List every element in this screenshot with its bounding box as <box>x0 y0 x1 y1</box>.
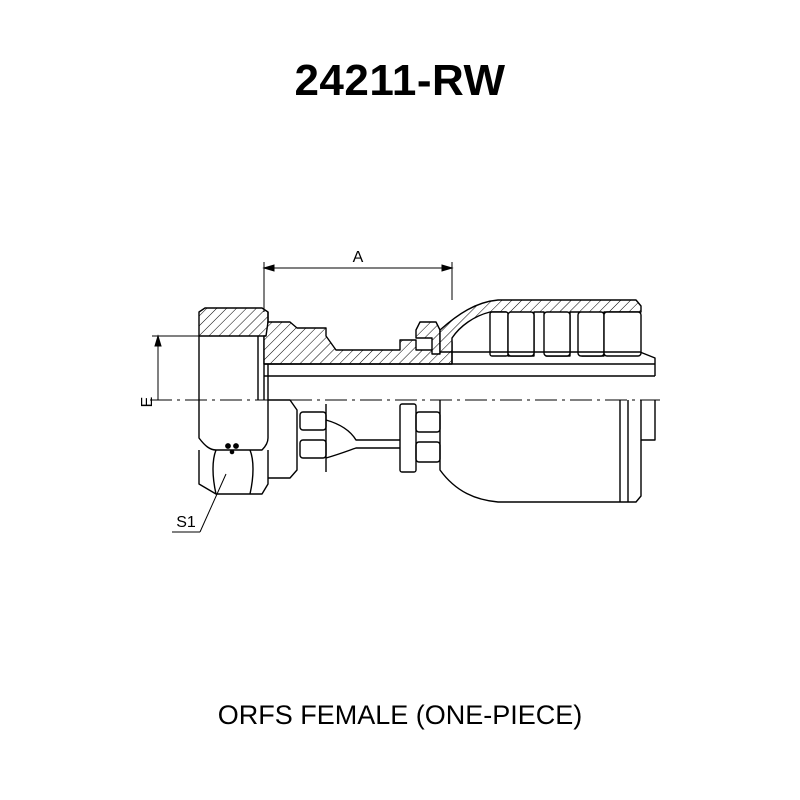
nut-hex-exterior <box>198 400 269 451</box>
dimension-a <box>262 262 454 312</box>
part-number-title: 24211-RW <box>294 56 506 105</box>
dimension-a-label: A <box>353 249 364 266</box>
part-description: ORFS FEMALE (ONE-PIECE) <box>217 700 583 730</box>
nut-section <box>198 307 269 337</box>
leader-s1-label: S1 <box>176 514 196 531</box>
dimension-e-label: E <box>139 397 156 408</box>
collar-section <box>415 321 441 355</box>
dimension-e <box>152 334 199 400</box>
leader-s1 <box>172 473 227 533</box>
ferrule-exterior <box>439 400 642 503</box>
